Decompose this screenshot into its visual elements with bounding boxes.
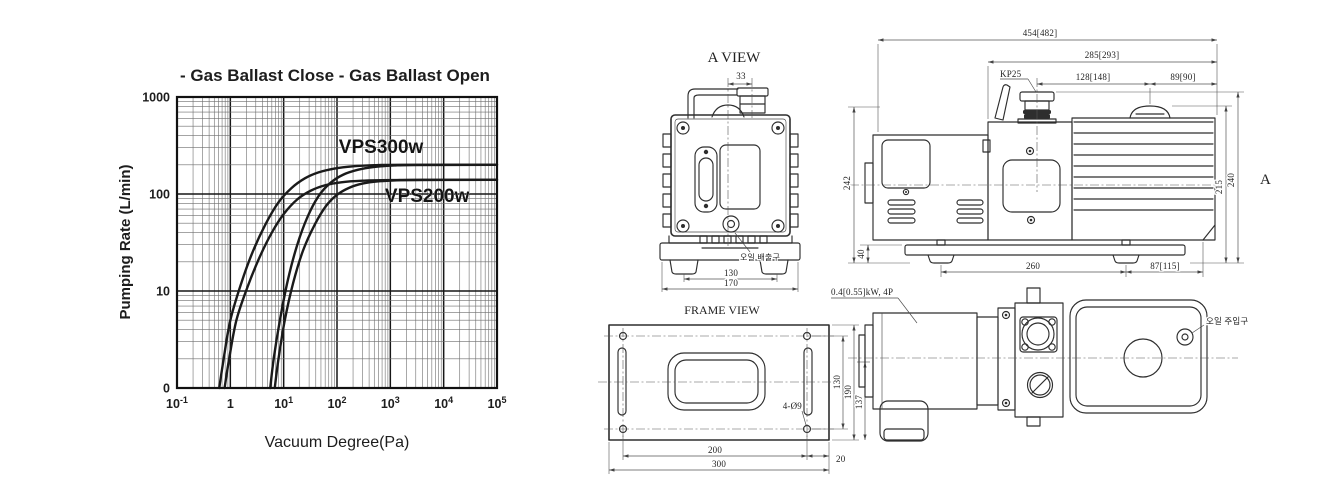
frame-dim-200: 200 <box>708 445 722 455</box>
frame-view-body <box>598 324 840 441</box>
dim-port-to-handle: 128[148] <box>1076 72 1111 82</box>
motor-spec-label: 0.4[0.55]kW, 4P <box>831 287 893 297</box>
x-tick-label: 102 <box>328 395 347 411</box>
a-view-dimensions: 33 130 170 오일 배출구 <box>661 70 799 292</box>
x-tick-label: 101 <box>274 395 293 411</box>
y-tick-label: 100 <box>149 188 170 202</box>
dim-h-outer-240: 240 <box>1226 173 1236 187</box>
curve-label: VPS200w <box>385 186 470 207</box>
x-tick-label: 1 <box>227 397 234 411</box>
oil-fill-label: 오일 주입구 <box>1206 316 1248 326</box>
pumping-rate-chart: - Gas Ballast Close - Gas Ballast Open P… <box>117 66 506 451</box>
chart-x-ticks: 10-1 1 101 102 103 104 105 <box>166 395 506 411</box>
a-view-drawing: A VIEW <box>659 50 801 292</box>
port-label: KP25 <box>1000 69 1022 79</box>
y-tick-label: 10 <box>156 285 170 299</box>
curve-label: VPS300w <box>339 137 424 158</box>
a-view-dim-170: 170 <box>724 278 738 288</box>
x-tick-label: 104 <box>434 395 453 411</box>
dim-total-length: 454[482] <box>1023 28 1058 38</box>
frame-dim-300: 300 <box>712 459 726 469</box>
a-view-title: A VIEW <box>708 50 761 66</box>
x-tick-label: 105 <box>488 395 507 411</box>
dim-base-span-260: 260 <box>1026 261 1040 271</box>
chart-curves <box>218 163 499 390</box>
frame-view-title: FRAME VIEW <box>684 303 760 317</box>
x-tick-label: 103 <box>381 395 400 411</box>
a-view-dim-130: 130 <box>724 268 738 278</box>
y-tick-label: 1000 <box>142 91 170 105</box>
frame-dim-130: 130 <box>832 375 842 389</box>
chart-x-axis-label: Vacuum Degree(Pa) <box>265 434 410 451</box>
section-label-a: A <box>1260 172 1271 188</box>
a-view-oil-drain-label: 오일 배출구 <box>740 252 780 262</box>
dim-height-242: 242 <box>842 176 852 190</box>
chart-grid <box>176 96 498 389</box>
x-tick-label: 10-1 <box>166 395 188 411</box>
side-view-drawing: 454[482] 285[293] 128[148] 89[90] KP25 2… <box>841 27 1271 277</box>
frame-dim-137: 137 <box>854 395 864 409</box>
frame-hole-label: 4-Ø9 <box>783 401 803 411</box>
side-view-body <box>850 84 1222 264</box>
chart-y-axis-label: Pumping Rate (L/min) <box>117 165 134 320</box>
dim-body-length: 285[293] <box>1085 50 1120 60</box>
side-view-dimensions: 454[482] 285[293] 128[148] 89[90] KP25 2… <box>841 27 1271 277</box>
dim-overhang-87: 87[115] <box>1150 261 1180 271</box>
a-view-dim-33: 33 <box>736 71 746 81</box>
dim-foot-height-40: 40 <box>856 249 866 259</box>
y-tick-label: 0 <box>163 382 170 396</box>
top-view-drawing: 0.4[0.55]kW, 4P 오일 주입구 <box>830 286 1250 442</box>
chart-plot-border <box>175 95 499 390</box>
dim-handle-to-end: 89[90] <box>1170 72 1195 82</box>
dim-h-inner-215: 215 <box>1214 180 1224 194</box>
frame-dim-20: 20 <box>836 454 846 464</box>
top-view-annotations: 0.4[0.55]kW, 4P 오일 주입구 <box>830 286 1250 334</box>
chart-title: - Gas Ballast Close - Gas Ballast Open <box>180 66 490 85</box>
frame-dim-190: 190 <box>843 385 853 399</box>
top-view-body <box>848 287 1238 442</box>
a-view-body <box>659 87 801 275</box>
